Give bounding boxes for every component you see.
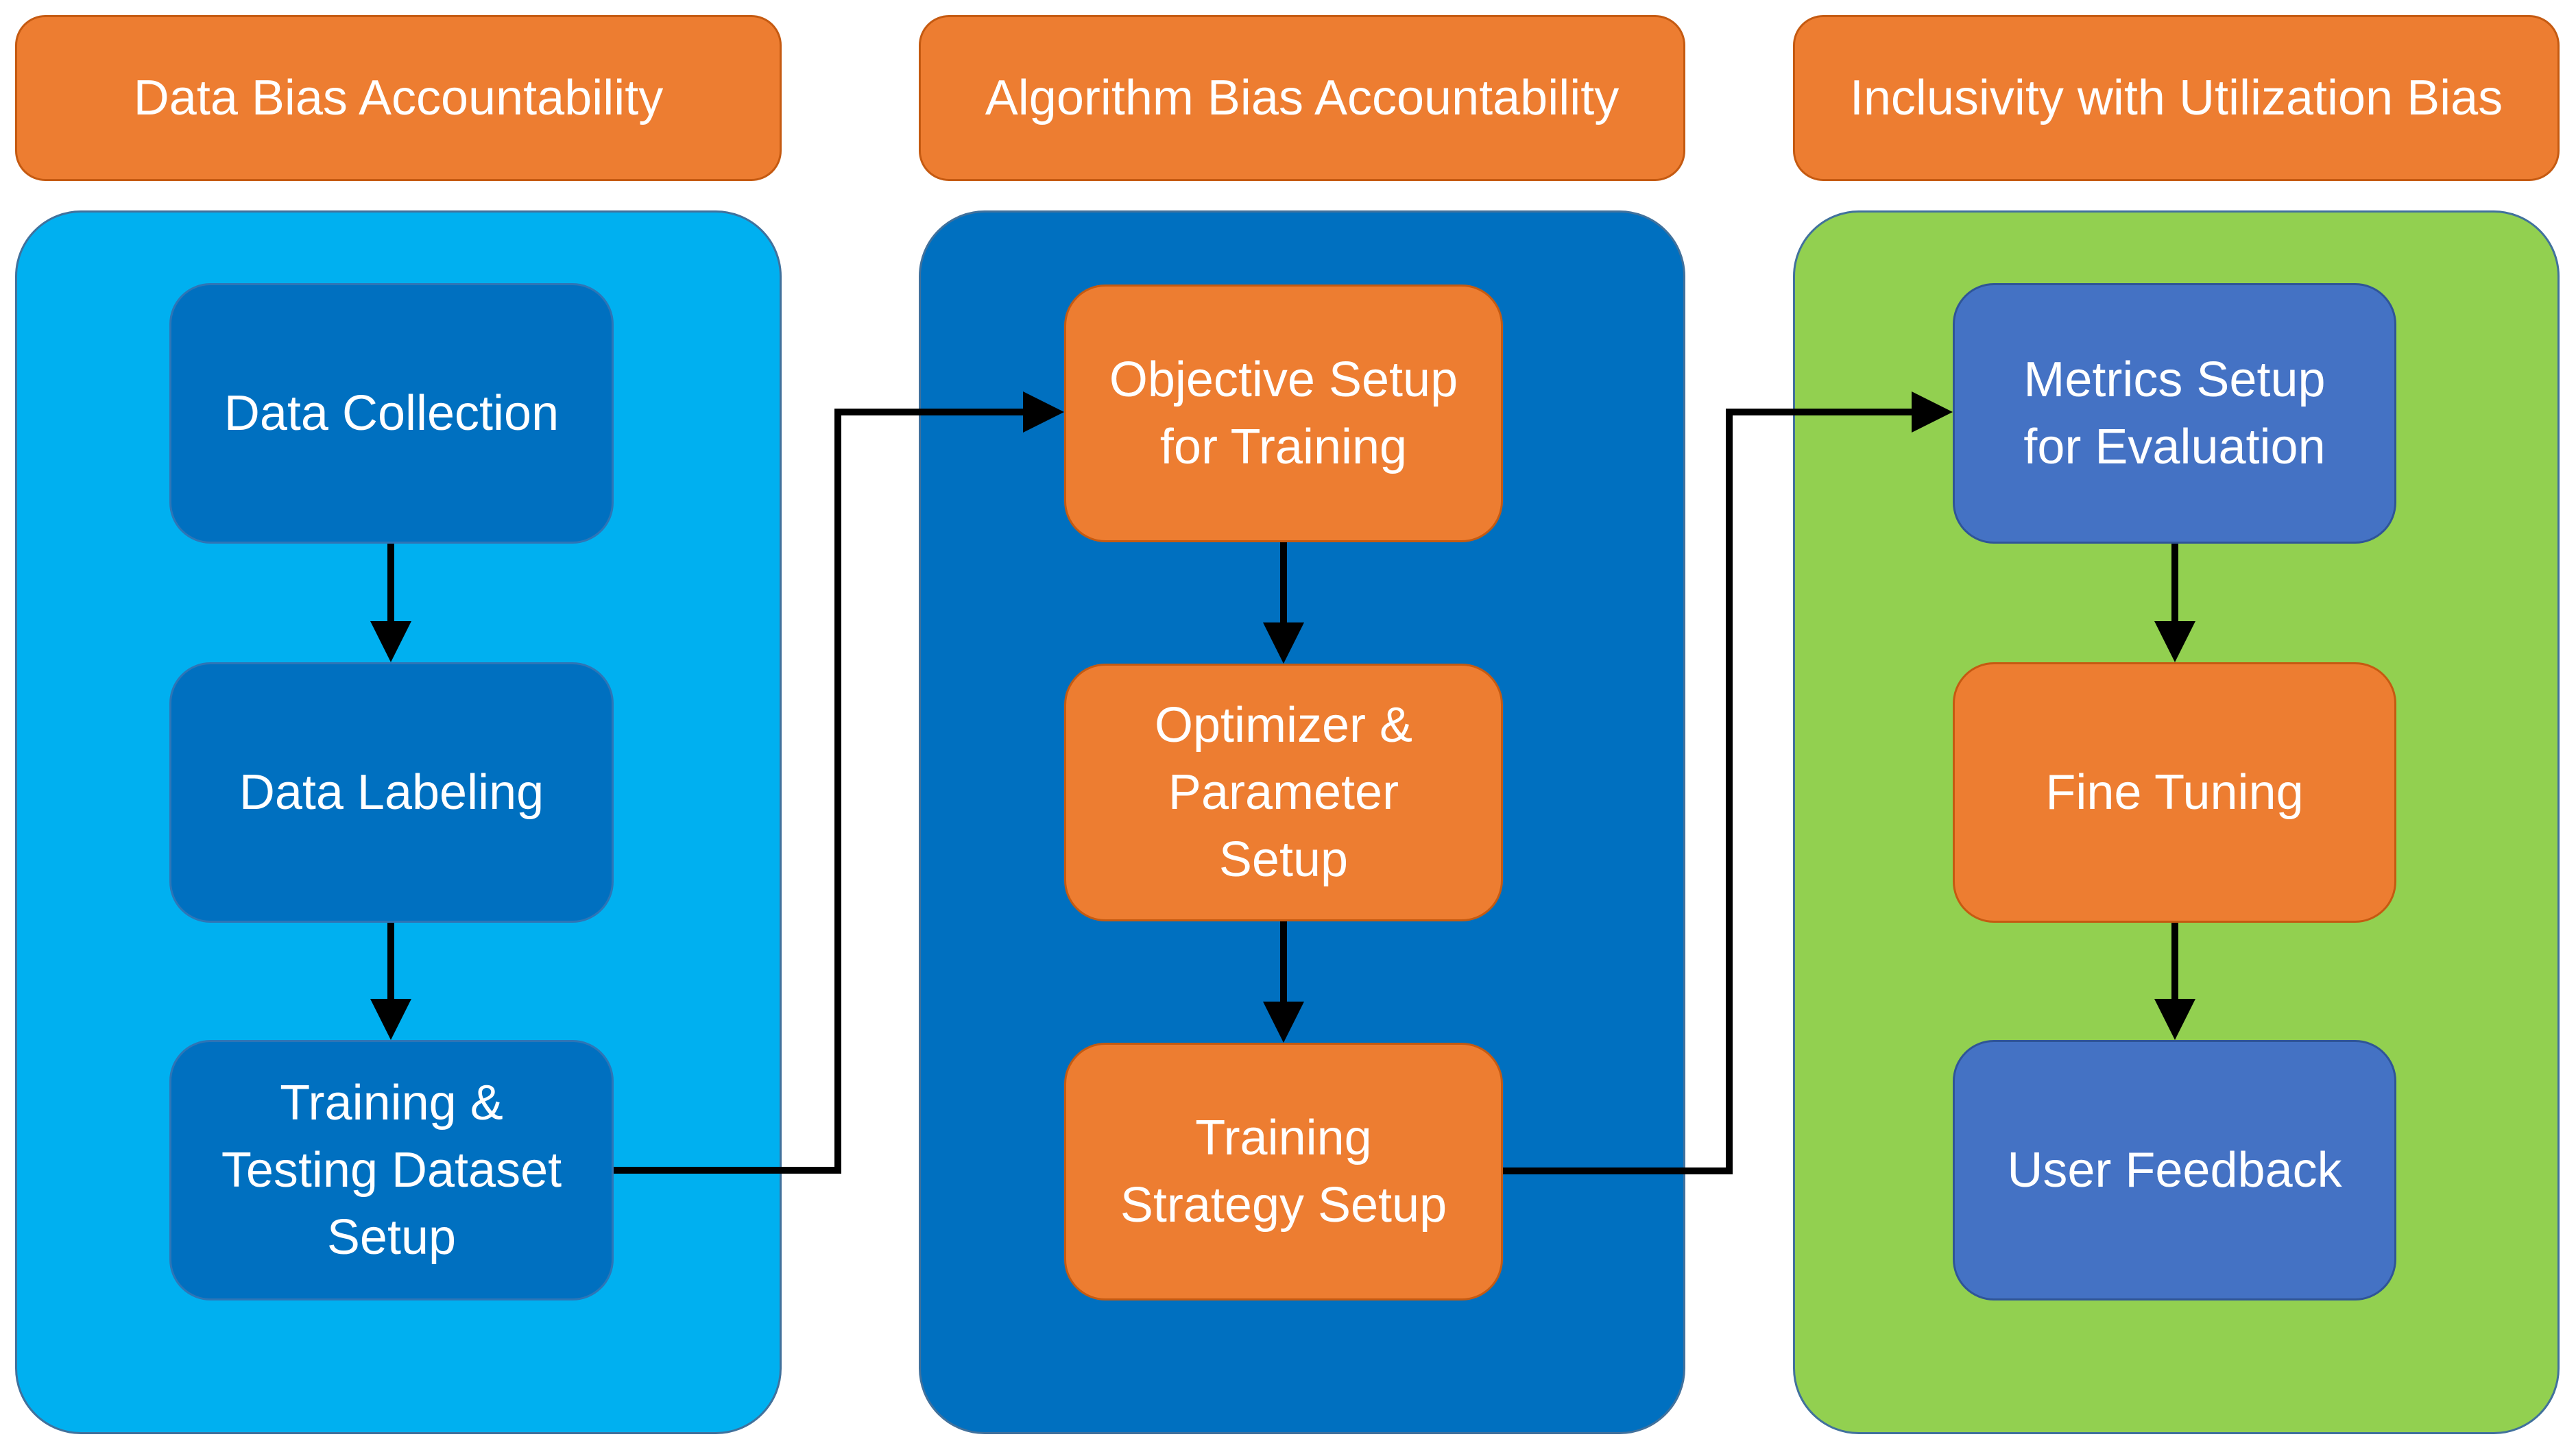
node-fine-tuning: Fine Tuning [1953,662,2396,923]
header-inclusivity: Inclusivity with Utilization Bias [1793,15,2560,181]
arrow-dataset-to-objective [614,391,1064,1174]
node-optimizer-parameter: Optimizer & Parameter Setup [1064,664,1503,921]
node-user-feedback: User Feedback [1953,1040,2396,1300]
node-data-labeling: Data Labeling [169,662,614,923]
node-metrics-setup: Metrics Setup for Evaluation [1953,283,2396,544]
node-training-strategy: Training Strategy Setup [1064,1043,1503,1300]
node-data-collection: Data Collection [169,283,614,544]
node-training-testing-dataset: Training & Testing Dataset Setup [169,1040,614,1300]
node-objective-setup: Objective Setup for Training [1064,285,1503,542]
header-algorithm-bias: Algorithm Bias Accountability [919,15,1685,181]
header-data-bias: Data Bias Accountability [15,15,782,181]
arrow-strategy-to-metrics [1503,391,1953,1174]
